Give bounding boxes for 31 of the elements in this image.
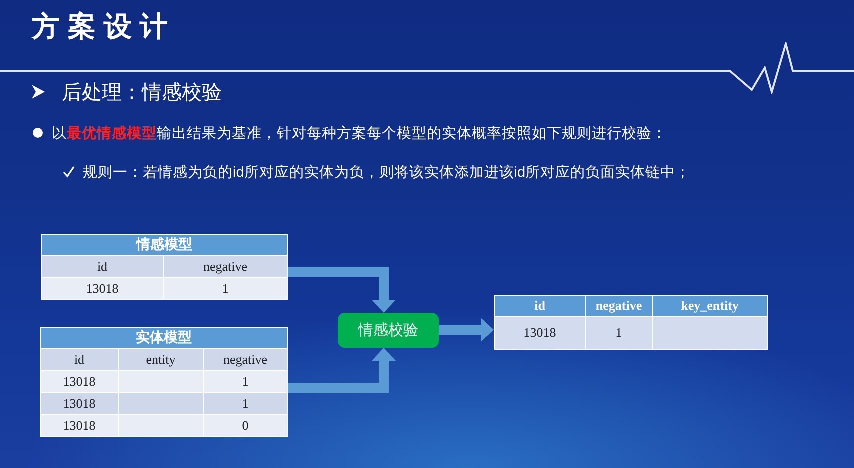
table-cell: 1	[586, 316, 652, 350]
rule-text: 规则一：若情感为负的id所对应的实体为负，则将该实体添加进该id所对应的负面实体链中；	[83, 164, 691, 182]
data-table	[494, 295, 768, 350]
slide-title: 方案设计	[32, 10, 176, 44]
column-header: negative	[204, 348, 288, 370]
table-cell: 13018	[494, 316, 586, 350]
column-header: entity	[118, 348, 204, 370]
data-table	[40, 327, 288, 437]
table-cell: 13018	[40, 392, 118, 414]
data-table	[41, 234, 288, 300]
table-title: 情感模型	[42, 234, 288, 256]
process-box: 情感校验	[338, 313, 439, 348]
table-cell: 0	[204, 414, 288, 436]
table-title: 实体模型	[40, 328, 288, 348]
table-cell: 1	[164, 278, 288, 300]
column-header: negative	[164, 256, 288, 278]
column-header: id	[494, 296, 586, 316]
table-cell: 13018	[40, 414, 118, 436]
arrow	[288, 348, 396, 393]
table-cell: 1	[204, 392, 288, 414]
table-cell: 13018	[40, 370, 118, 392]
column-header: id	[42, 256, 164, 278]
section-heading: 后处理：情感校验	[62, 81, 222, 106]
column-header: negative	[586, 296, 652, 316]
arrow	[439, 318, 494, 342]
column-header: key_entity	[652, 296, 768, 316]
column-header: id	[40, 348, 118, 370]
bullet-text: 以最优情感模型输出结果为基准，针对每种方案每个模型的实体概率按照如下规则进行校验：	[52, 124, 667, 143]
arrow	[288, 267, 396, 313]
table-cell: 1	[204, 370, 288, 392]
table-cell: 13018	[42, 278, 164, 300]
